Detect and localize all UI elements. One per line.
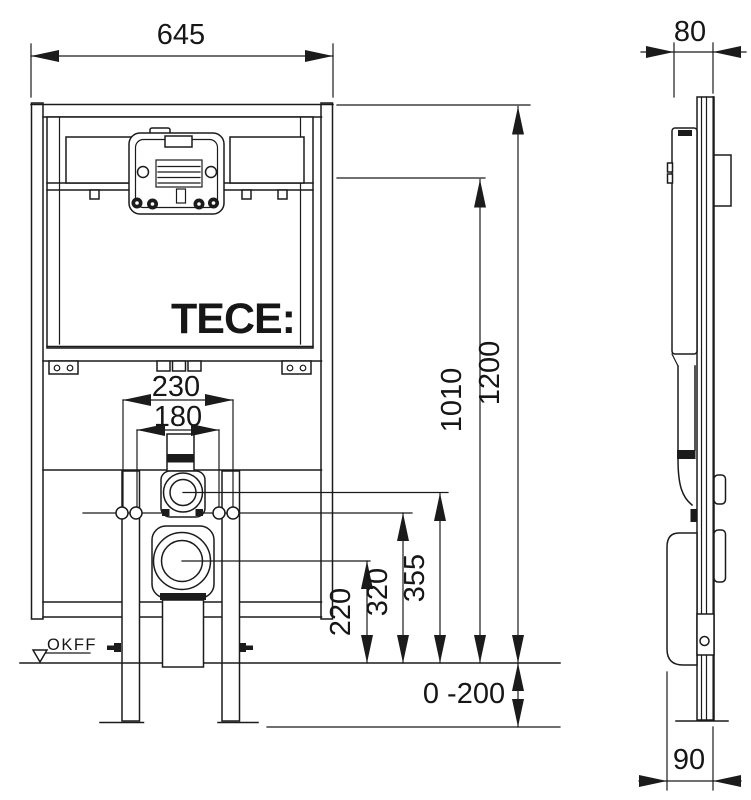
left-leg [121, 470, 141, 722]
cistern-top-fitting [678, 130, 692, 136]
vertical-dimensions: 355 320 220 1010 1200 [325, 104, 531, 664]
bottom-left-bracket [48, 360, 79, 375]
extension-lines [136, 429, 220, 507]
level-triangle-icon [31, 649, 49, 664]
riser-lines [677, 365, 696, 451]
dimension-inner-bolt-spacing: 180 [136, 401, 220, 507]
leader-lines [181, 491, 449, 562]
bracket-hole [286, 364, 294, 372]
flush-unit-top-tab [164, 135, 193, 148]
extension-lines [30, 43, 334, 98]
wall-bracket-low [713, 529, 727, 583]
flush-valve-unit [128, 132, 225, 215]
dimension-depth: 80 [640, 16, 747, 98]
extension-lines [122, 399, 234, 507]
cistern-side [666, 127, 698, 367]
dim-230-label: 230 [152, 371, 200, 403]
mechanism-ribs [157, 165, 201, 184]
frame-legs [121, 470, 241, 722]
dim-80-label: 80 [674, 16, 706, 48]
bottom-screws [131, 197, 219, 210]
dim-180-label: 180 [154, 401, 202, 433]
bottom-center-tabs [156, 360, 202, 372]
leg-side [675, 613, 729, 722]
wc-fixing-bolts [115, 506, 240, 520]
drain-bend-side [666, 532, 698, 666]
elbow-curve [677, 458, 694, 507]
bracket-hole [53, 364, 61, 372]
drain-flange [160, 593, 206, 600]
brand-logo: TECE: [171, 295, 295, 343]
side-view: 80 90 [638, 16, 747, 791]
dim-220-label: 220 [325, 588, 357, 636]
bracket-hole [299, 364, 307, 372]
cistern-profile [671, 127, 698, 355]
top-extension-lines [336, 104, 531, 179]
adjuster-screw [699, 635, 710, 647]
connection-nub [690, 509, 697, 522]
extension-lines [673, 42, 714, 98]
bend-profile [666, 532, 698, 666]
dim-width-label: 645 [157, 19, 205, 51]
supply-nubs [666, 162, 674, 184]
flush-pipe-side [677, 365, 697, 522]
drain-bend [151, 525, 215, 668]
side-screw [136, 165, 150, 179]
riser-pipe-seal [166, 454, 195, 463]
bottom-right-bracket [281, 360, 312, 375]
side-screw [204, 165, 218, 179]
wall-bracket-mid [713, 474, 727, 505]
frame-left-rail [30, 102, 44, 620]
cistern-left-panel [65, 136, 141, 184]
flush-unit-housing [128, 132, 225, 215]
dimension-width: 645 [30, 19, 334, 98]
front-view: TECE: [19, 19, 561, 728]
flush-unit-latch [175, 188, 187, 204]
bracket-hole [66, 364, 74, 372]
dim-1200-label: 1200 [474, 341, 506, 406]
right-leg [221, 470, 241, 722]
wall-bracket-top [713, 154, 732, 207]
dimension-outlet: 90 [638, 671, 742, 791]
floor-level-marker: OKFF [31, 636, 97, 664]
cistern-taper [671, 353, 679, 367]
dim-1010-label: 1010 [436, 368, 468, 433]
foot-adjuster [696, 613, 715, 656]
riser-seal-side [677, 450, 696, 459]
dimension-outer-bolt-spacing: 230 [122, 371, 234, 507]
flush-riser-pipe [166, 433, 195, 472]
dim-90-label: 90 [673, 744, 705, 776]
dimension-foot-adjustment: 0 -200 [266, 662, 561, 728]
dim-320-label: 320 [362, 568, 394, 616]
drain-down-pipe [161, 599, 205, 668]
frame-right-rail [320, 102, 334, 620]
dim-0-200-label: 0 -200 [423, 678, 505, 710]
flush-elbow [160, 470, 206, 518]
flush-unit-mechanism [155, 159, 203, 188]
cistern-right-panel [229, 136, 305, 184]
cistern: TECE: [46, 116, 314, 375]
floor-level-label: OKFF [47, 636, 97, 654]
dim-355-label: 355 [399, 554, 431, 602]
elbow-feet [162, 509, 203, 516]
